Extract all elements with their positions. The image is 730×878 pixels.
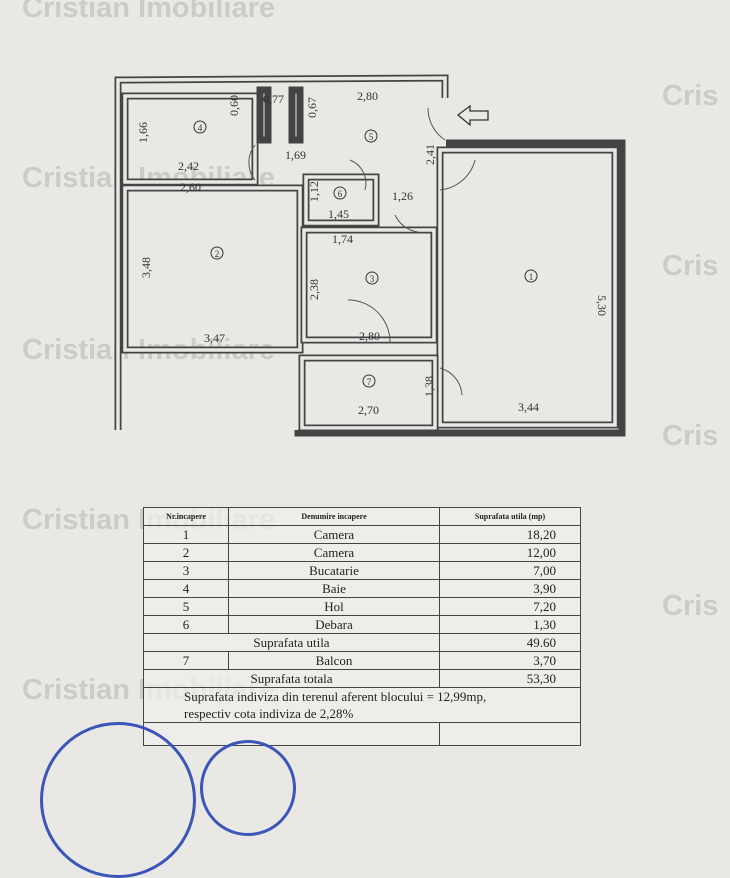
svg-text:3: 3 [370, 274, 375, 284]
svg-text:1,66: 1,66 [136, 122, 150, 143]
watermark: Cris [662, 590, 719, 622]
stamp [40, 722, 196, 878]
room-area: 7,00 [439, 561, 581, 580]
room-name: Baie [228, 579, 440, 598]
room-nr: 3 [143, 561, 229, 580]
watermark: Cristian Imobiliare [22, 0, 276, 24]
svg-text:7: 7 [367, 377, 372, 387]
room-name: Balcon [228, 651, 440, 670]
svg-text:2: 2 [215, 249, 220, 259]
room-nr: 7 [143, 651, 229, 670]
svg-text:1: 1 [529, 272, 534, 282]
svg-text:3,48: 3,48 [139, 257, 153, 278]
entry-arrow-icon [456, 104, 489, 127]
walls [114, 74, 626, 437]
svg-text:1,12: 1,12 [307, 181, 321, 202]
room-name: Camera [228, 543, 440, 562]
room-area: 18,20 [439, 525, 581, 544]
room-name: Bucatarie [228, 561, 440, 580]
svg-text:2,38: 2,38 [307, 279, 321, 300]
empty-row [143, 722, 581, 746]
svg-text:1,74: 1,74 [332, 232, 353, 246]
svg-text:0,67: 0,67 [305, 97, 319, 118]
room-area: 1,30 [439, 615, 581, 634]
svg-text:5,30: 5,30 [595, 295, 609, 316]
total-label: Suprafata totala [143, 669, 440, 688]
watermark: Cris [662, 420, 719, 452]
note-row: Suprafata indiviza din terenul aferent b… [143, 687, 581, 723]
header-name: Denumire incapere [228, 507, 440, 526]
svg-text:2,60: 2,60 [180, 180, 201, 194]
watermark: Cris [662, 250, 719, 282]
note-line-2: respectiv cota indiviza de 2,28% [184, 706, 354, 721]
room-name: Camera [228, 525, 440, 544]
svg-text:2,42: 2,42 [178, 159, 199, 173]
svg-text:1,26: 1,26 [392, 189, 413, 203]
svg-text:2,41: 2,41 [423, 144, 437, 165]
room-area: 3,90 [439, 579, 581, 598]
svg-text:3,47: 3,47 [204, 331, 225, 345]
note-line-1: Suprafata indiviza din terenul aferent b… [184, 689, 487, 704]
stamp [200, 740, 296, 836]
svg-text:1,69: 1,69 [285, 148, 306, 162]
floor-plan: 1 2 3 4 5 6 7 1,66 0,60 0,77 0,67 2,80 2… [114, 74, 626, 437]
svg-text:2,70: 2,70 [358, 403, 379, 417]
svg-text:4: 4 [198, 123, 203, 133]
svg-text:0,60: 0,60 [227, 95, 241, 116]
svg-text:2,80: 2,80 [359, 329, 380, 343]
svg-text:5: 5 [369, 132, 374, 142]
table-header: Nr.incapere Denumire incapere Suprafata … [143, 507, 581, 526]
room-area: 7,20 [439, 597, 581, 616]
room-nr: 6 [143, 615, 229, 634]
total-value: 53,30 [439, 669, 581, 688]
svg-text:0,77: 0,77 [263, 92, 284, 106]
room-name: Hol [228, 597, 440, 616]
subtotal-label: Suprafata utila [143, 633, 440, 652]
room-nr: 1 [143, 525, 229, 544]
header-nr: Nr.incapere [143, 507, 229, 526]
svg-text:2,80: 2,80 [357, 89, 378, 103]
room-area: 12,00 [439, 543, 581, 562]
watermark: Cris [662, 80, 719, 112]
header-area: Suprafata utila (mp) [439, 507, 581, 526]
subtotal-value: 49.60 [439, 633, 581, 652]
dimension-labels: 1,66 0,60 0,77 0,67 2,80 2,41 2,42 2,60 … [136, 89, 609, 417]
svg-text:1,38: 1,38 [422, 376, 436, 397]
room-nr: 5 [143, 597, 229, 616]
room-markers: 1 2 3 4 5 6 7 [193, 120, 538, 388]
area-table: Nr.incapere Denumire incapere Suprafata … [143, 507, 581, 746]
svg-text:3,44: 3,44 [518, 400, 539, 414]
room-name: Debara [228, 615, 440, 634]
svg-text:6: 6 [338, 189, 343, 199]
room-area: 3,70 [439, 651, 581, 670]
svg-text:1,45: 1,45 [328, 207, 349, 221]
doors [248, 107, 476, 396]
room-nr: 2 [143, 543, 229, 562]
room-nr: 4 [143, 579, 229, 598]
